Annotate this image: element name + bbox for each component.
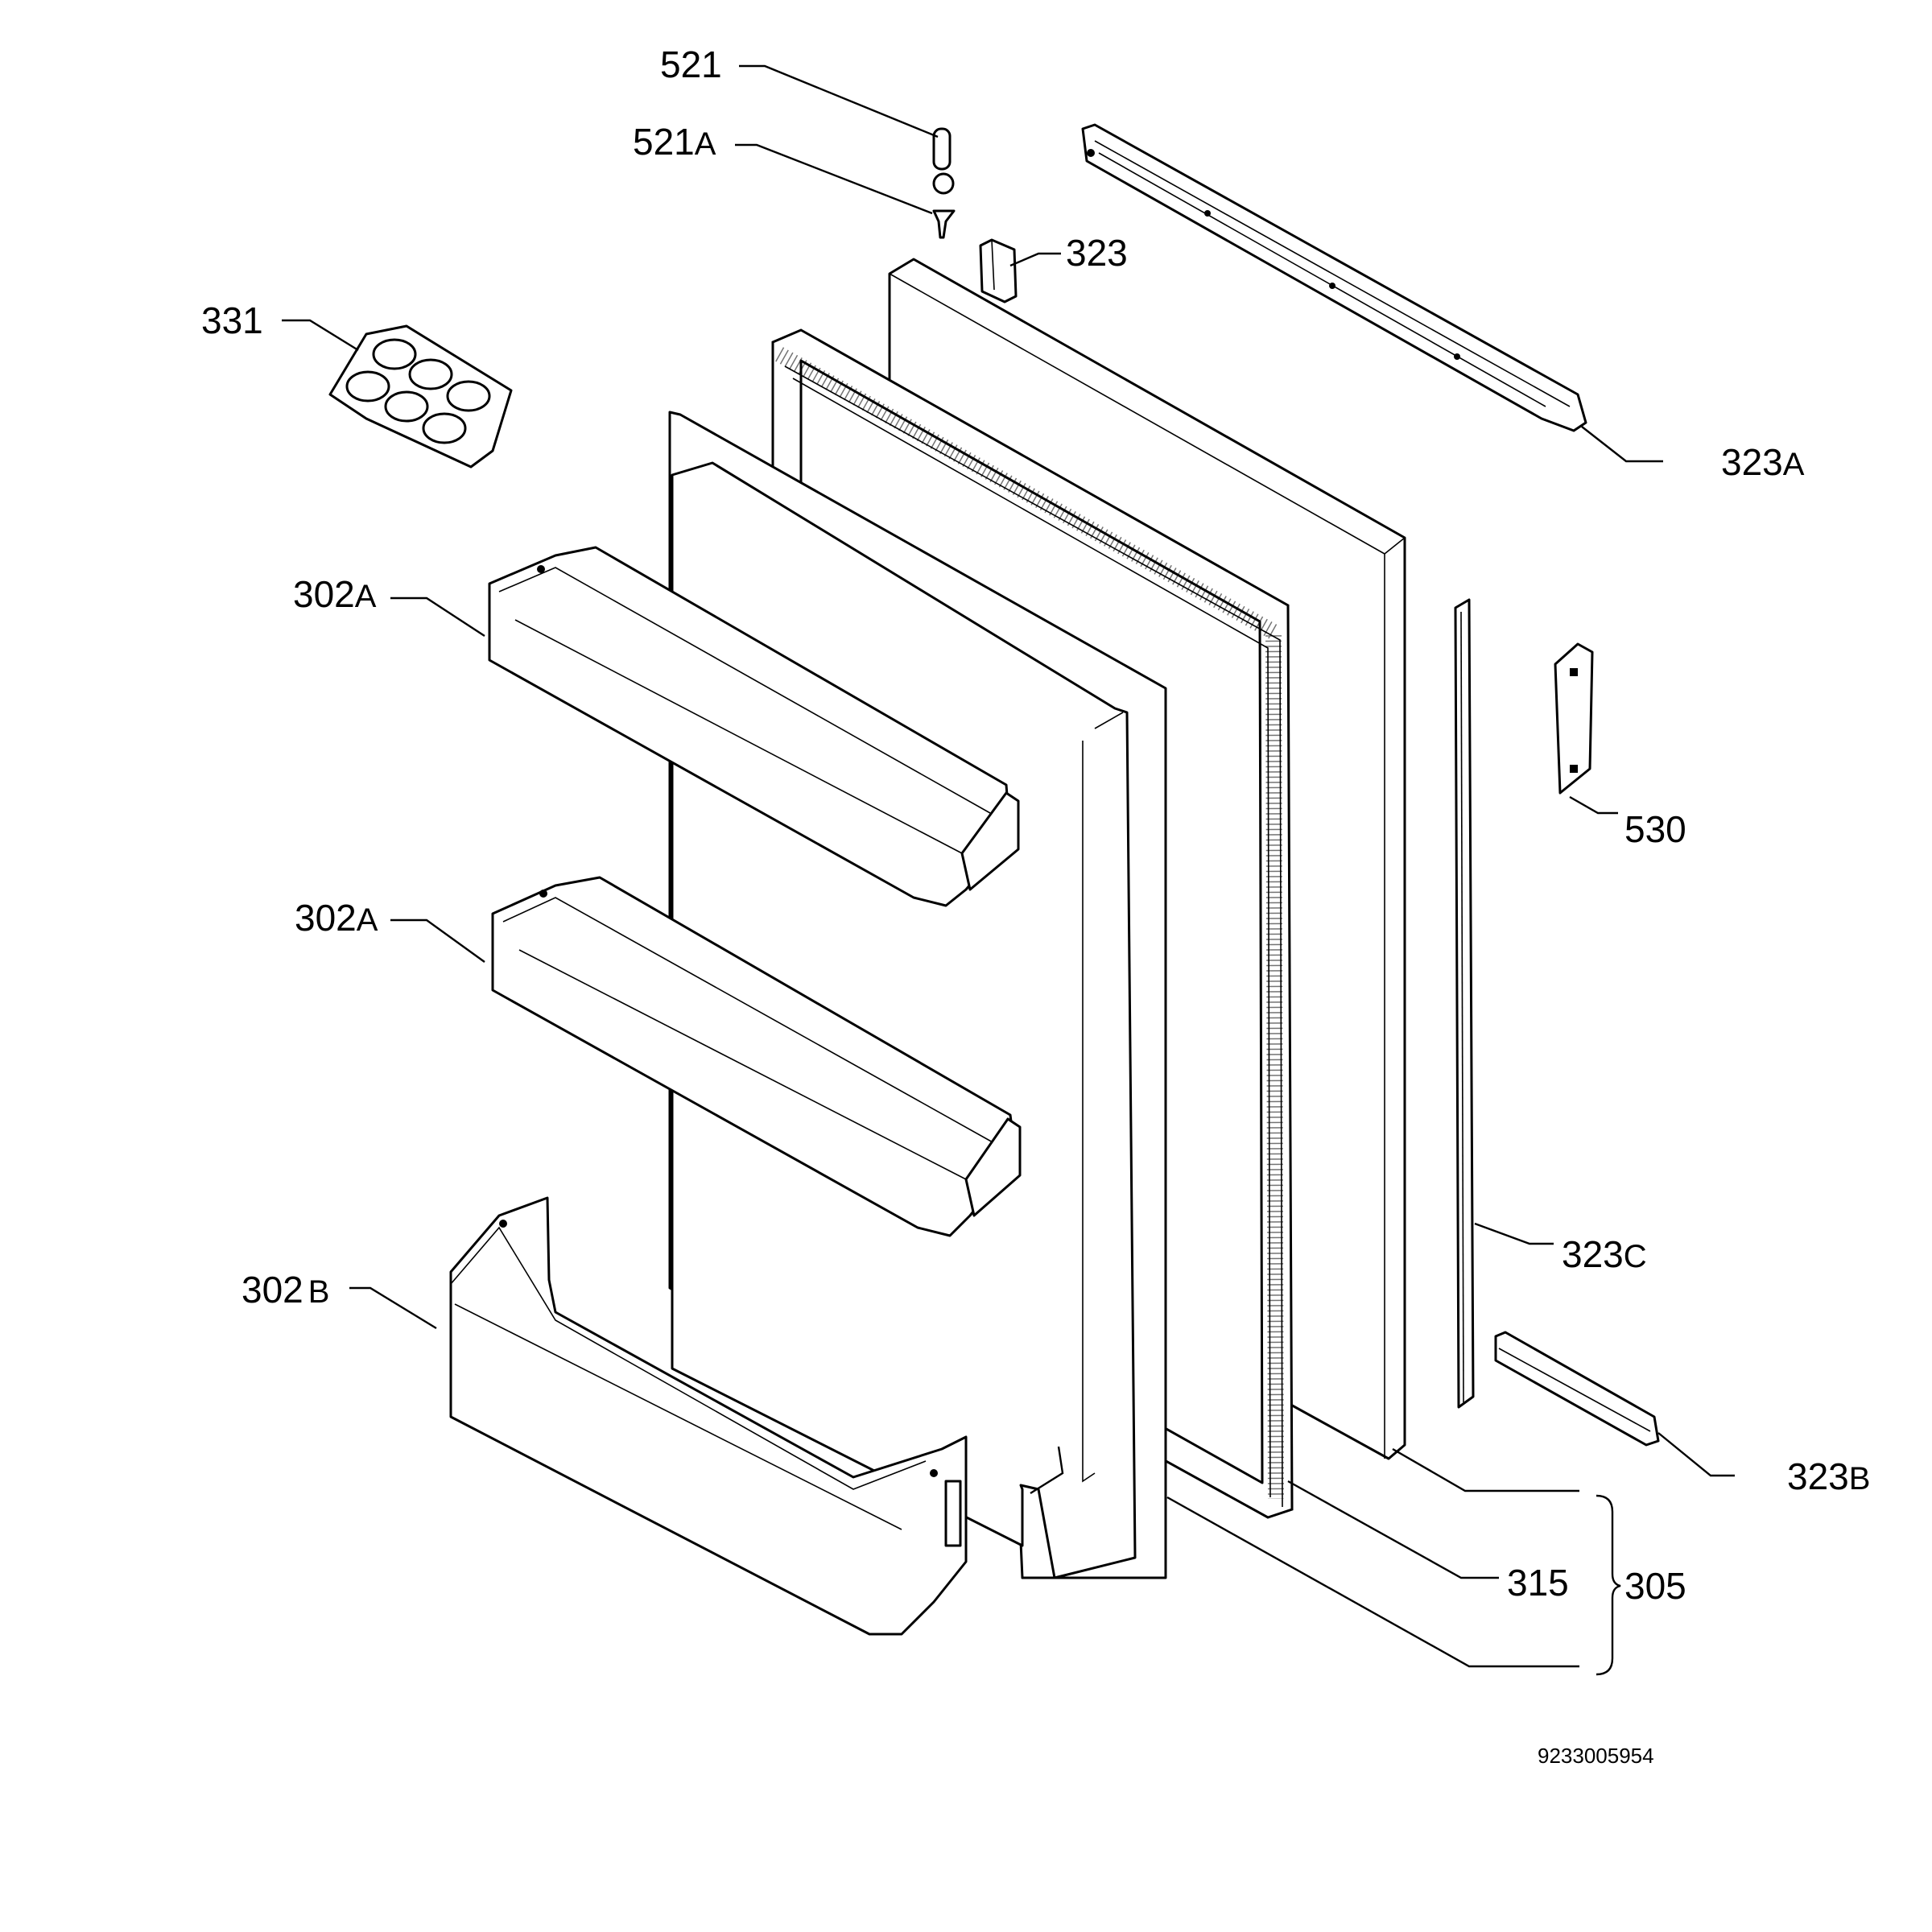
part-302b-bin (449, 1196, 968, 1636)
label-302a-lower: 302A (295, 897, 378, 939)
label-315: 315 (1507, 1562, 1569, 1604)
label-331: 331 (201, 299, 263, 341)
leader-lines (282, 64, 1735, 1668)
part-323a-rail (1081, 123, 1587, 432)
part-521-hinge-pin (932, 127, 955, 195)
part-331-egg-tray (328, 324, 513, 469)
drawing-number: 9233005954 (1538, 1744, 1654, 1768)
label-305: 305 (1624, 1565, 1686, 1607)
part-302a-lower-shelf (491, 876, 1022, 1237)
part-323-clip (979, 238, 1018, 303)
part-302a-upper-shelf (488, 546, 1020, 907)
brace-305 (1596, 1494, 1621, 1676)
part-323b-rail (1494, 1331, 1660, 1447)
label-302a-upper: 302A (293, 573, 377, 615)
callout-labels: 521 521A 323 331 323A 302A 530 302A 323C… (201, 43, 1870, 1607)
label-323: 323 (1066, 232, 1128, 274)
part-521a-screw (932, 209, 956, 239)
part-530-plate (1554, 642, 1594, 795)
label-323a: 323A (1721, 441, 1805, 483)
label-323c: 323C (1562, 1233, 1647, 1275)
label-521: 521 (660, 43, 722, 85)
label-530: 530 (1624, 808, 1686, 850)
label-521a: 521A (633, 121, 716, 163)
part-323c-strip (1454, 598, 1475, 1409)
label-323b: 323B (1787, 1455, 1870, 1497)
